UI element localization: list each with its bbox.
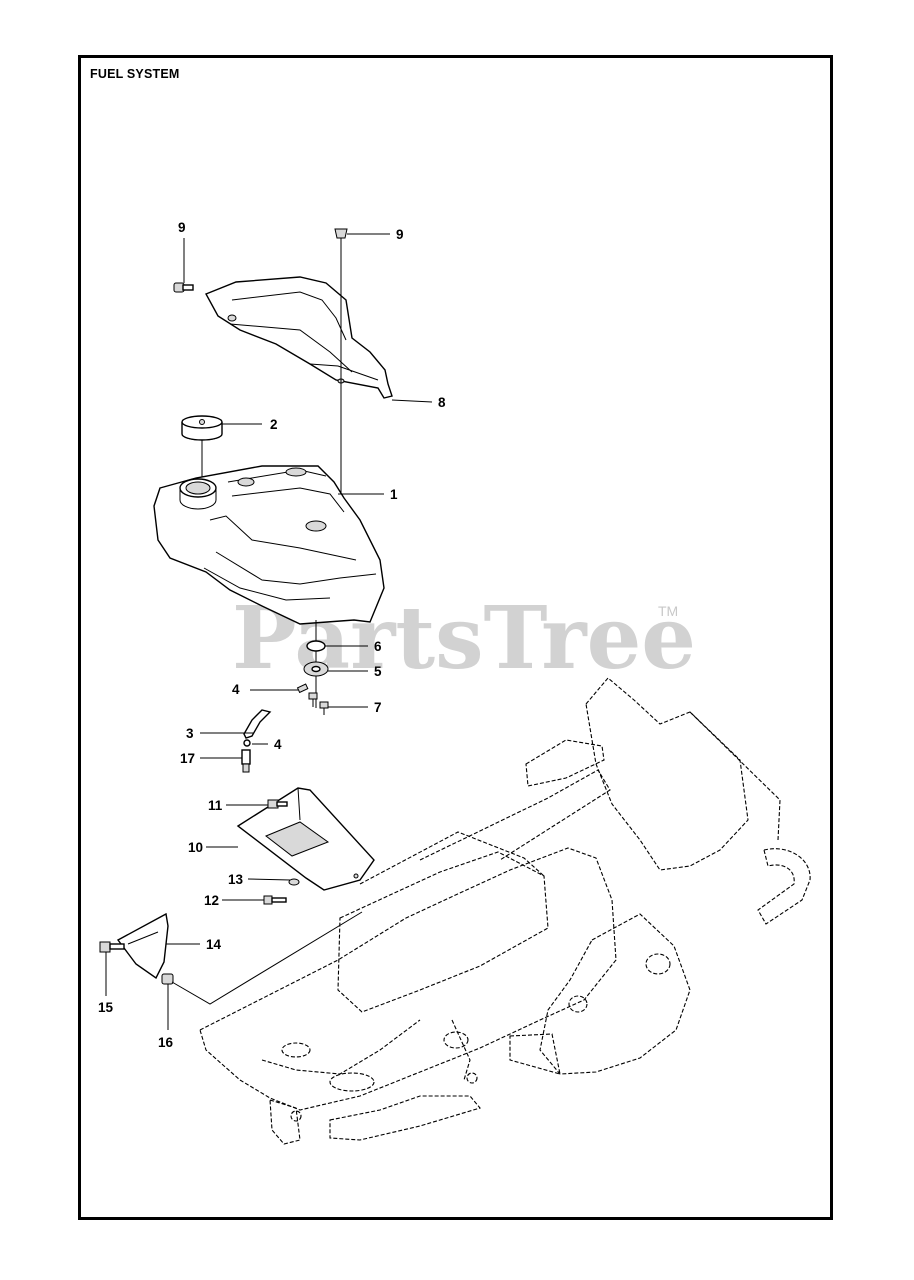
part-3-hose	[243, 709, 272, 739]
callout-17: 17	[180, 751, 195, 766]
part-2-fuel-cap	[181, 415, 223, 441]
callout-labels: 9 9 8 2 1 6 5 4 7 3 4 17 11 10 13 12 14 …	[98, 220, 446, 1050]
callout-11: 11	[208, 798, 223, 813]
callout-6: 6	[374, 639, 382, 654]
callout-12: 12	[204, 893, 219, 908]
part-13-washer	[288, 878, 300, 886]
part-4-clamp-upper	[296, 683, 309, 694]
part-12-bolt	[263, 895, 287, 905]
part-11-bolt	[267, 799, 288, 809]
part-14-side-bracket	[116, 912, 169, 980]
diagram-frame	[78, 55, 833, 1220]
callout-7: 7	[374, 700, 382, 715]
callout-8: 8	[438, 395, 446, 410]
callout-13: 13	[228, 872, 244, 887]
part-10-bracket	[236, 787, 375, 891]
callout-9-top: 9	[396, 227, 404, 242]
callout-leaders	[105, 233, 433, 1030]
callout-16: 16	[158, 1035, 174, 1050]
callout-2: 2	[270, 417, 278, 432]
part-15-bolt	[99, 941, 125, 953]
callout-4-upper: 4	[232, 682, 240, 697]
part-8-shield	[205, 276, 393, 399]
part-17-fuel-valve	[241, 749, 251, 773]
callout-1: 1	[390, 487, 398, 502]
part-9-screw-left	[173, 282, 194, 293]
callout-4-lower: 4	[274, 737, 282, 752]
callout-15: 15	[98, 1000, 114, 1015]
part-9-screw-top	[334, 228, 348, 246]
part-1-fuel-tank	[153, 465, 385, 625]
watermark-trademark: TM	[658, 603, 678, 619]
tractor-frame	[199, 677, 811, 1145]
callout-3: 3	[186, 726, 194, 741]
part-5-fitting	[303, 661, 329, 677]
callout-5: 5	[374, 664, 382, 679]
page-title: FUEL SYSTEM	[90, 67, 180, 81]
part-4-clamp-lower	[243, 739, 251, 747]
callout-14: 14	[206, 937, 222, 952]
leader-16-frame	[171, 911, 363, 1005]
callout-10: 10	[188, 840, 203, 855]
part-7-screws	[308, 692, 329, 715]
part-6-o-ring	[306, 640, 326, 652]
part-16-nut	[161, 973, 174, 985]
callout-9-left: 9	[178, 220, 186, 235]
